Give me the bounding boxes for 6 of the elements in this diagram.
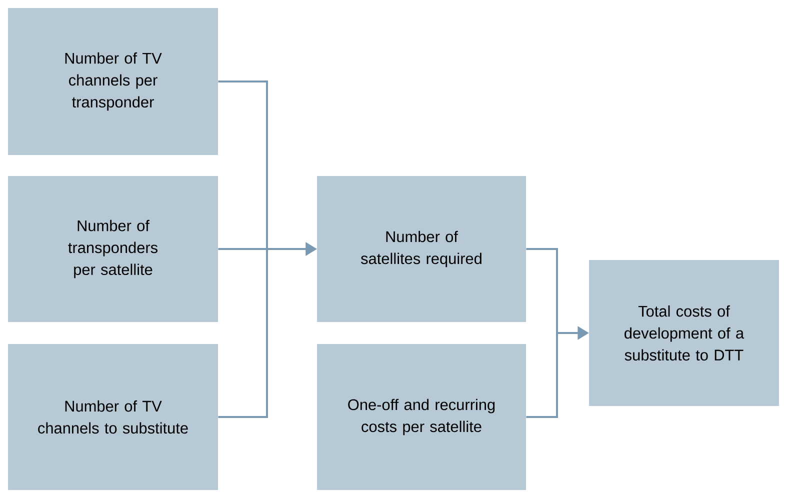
process-box: Total costs of development of a substitute to DTT [589, 260, 779, 406]
process-box: One-off and recurring costs per satellite [317, 344, 526, 490]
process-box: Number of transponders per satellite [8, 176, 218, 322]
process-box: Number of satellites required [317, 176, 526, 322]
process-box: Number of TV channels to substitute [8, 344, 218, 490]
process-box: Number of TV channels per transponder [8, 8, 218, 155]
